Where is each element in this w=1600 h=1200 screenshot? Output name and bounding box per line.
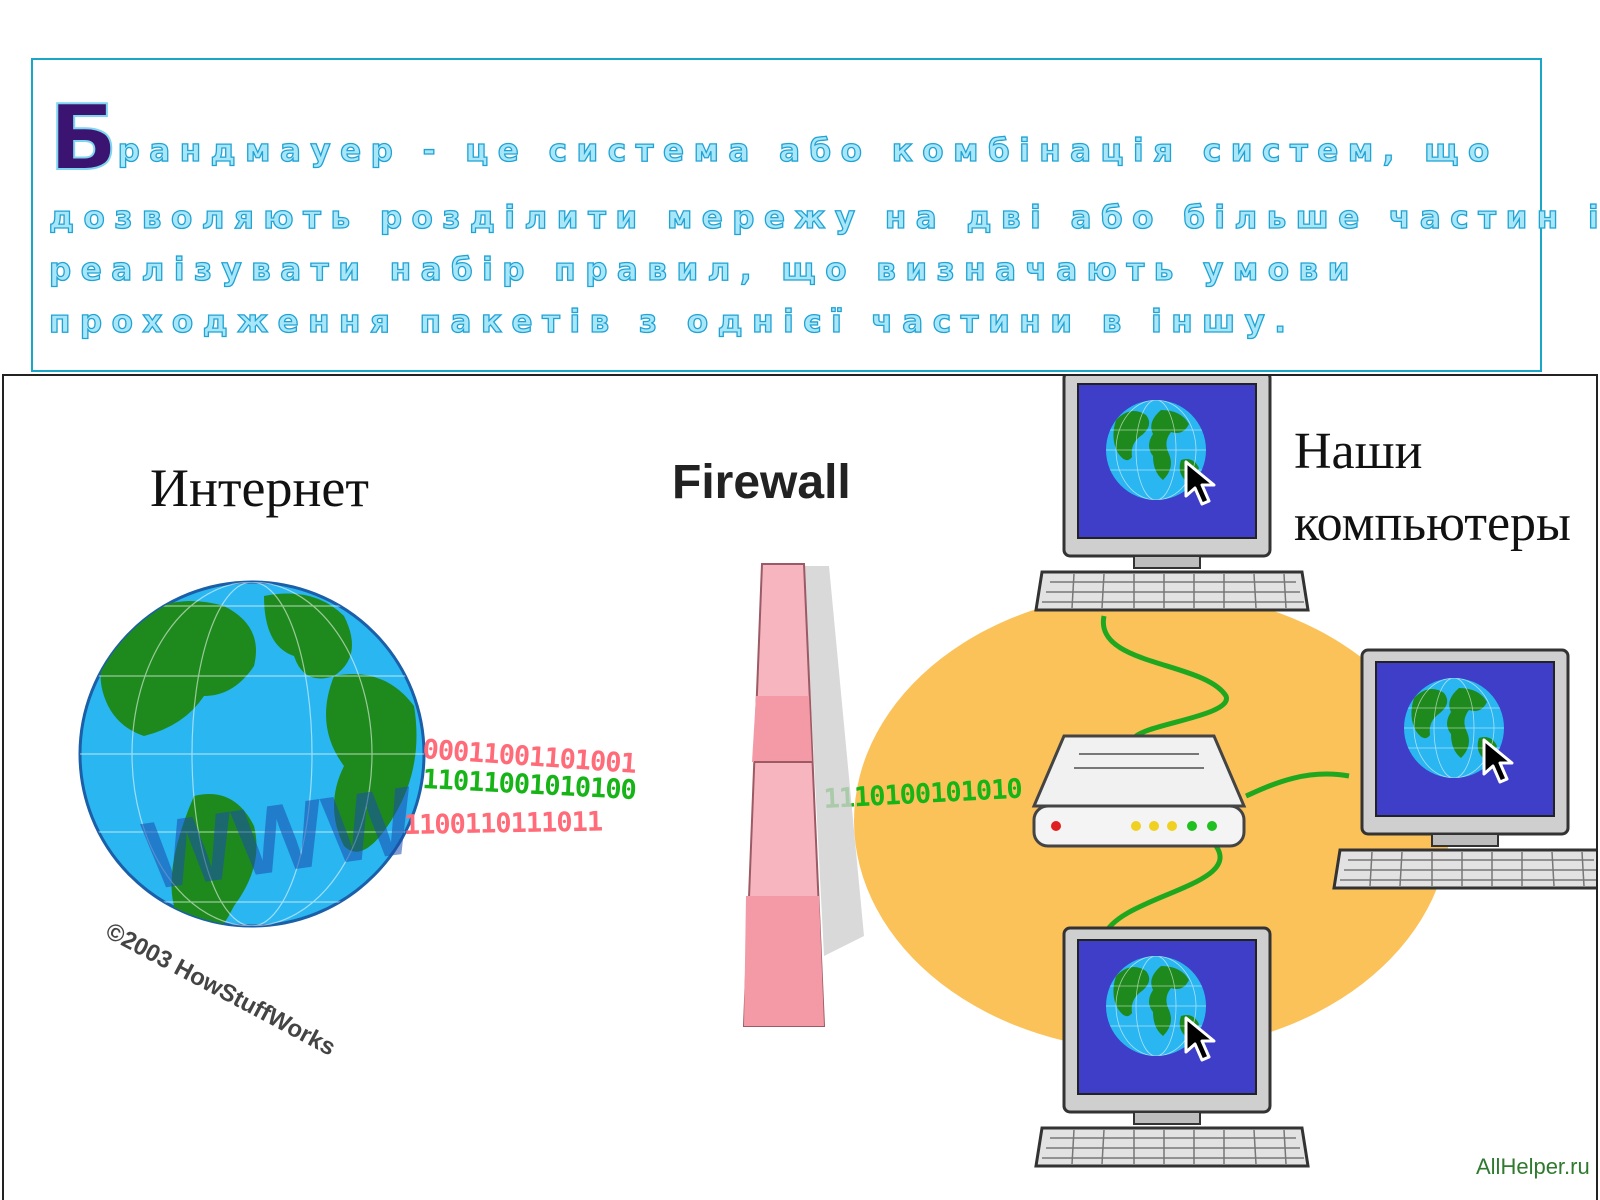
- copyright-text: ©2003 HowStuffWorks: [101, 917, 340, 1061]
- router: [1031, 734, 1247, 848]
- drop-cap: Б: [48, 85, 119, 192]
- bits-red-bottom: 1100110111011: [404, 807, 603, 841]
- computer-top: [1036, 376, 1308, 610]
- computers-label-line2: компьютеры: [1294, 495, 1571, 552]
- internet-label: Интернет: [150, 458, 369, 518]
- internet-globe: WWW: [78, 580, 426, 928]
- definition-line-1: Брандмауер - це система або комбінація с…: [48, 85, 1499, 192]
- computer-right: [1334, 650, 1598, 888]
- firewall-label: Firewall: [672, 456, 851, 509]
- lan-cables: [1101, 615, 1350, 938]
- definition-box: Брандмауер - це система або комбінація с…: [31, 58, 1599, 372]
- firewall-diagram: WWW ©2003 HowStuffWorks 00011001101001 1…: [2, 374, 1598, 1200]
- diagram-canvas: WWW ©2003 HowStuffWorks 00011001101001 1…: [78, 376, 1598, 1179]
- definition-line-1-text: рандмауер - це система або комбінація си…: [117, 132, 1499, 169]
- computers-label-line1: Наши: [1294, 423, 1423, 480]
- definition-line-2: дозволяють розділити мережу на дві або б…: [48, 199, 1600, 236]
- definition-line-3: реалізувати набір правил, що визначають …: [48, 251, 1359, 288]
- firewall-wall: [742, 563, 864, 1027]
- watermark: AllHelper.ru: [1476, 1154, 1590, 1179]
- computer-bottom: [1036, 928, 1308, 1166]
- definition-line-4: проходження пакетів з однієї частини в і…: [48, 303, 1296, 340]
